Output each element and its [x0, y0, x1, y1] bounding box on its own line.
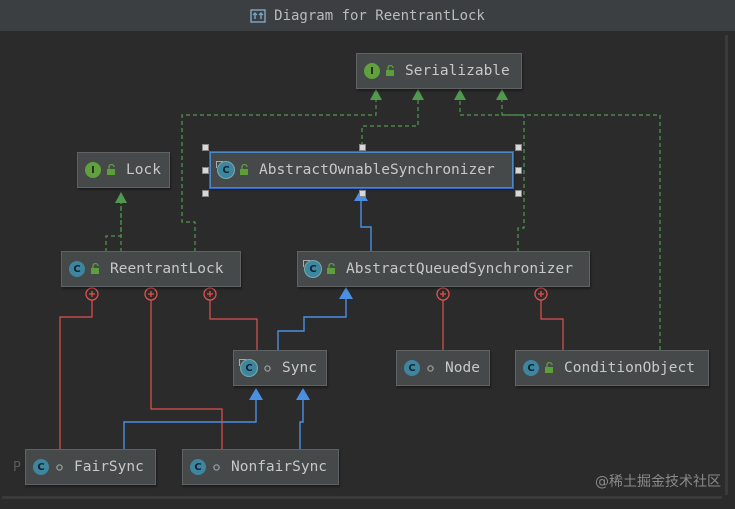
node-label: NonfairSync — [231, 459, 328, 475]
public-lock-icon — [90, 263, 101, 275]
diagram-icon — [250, 8, 266, 24]
node-sync[interactable]: C Sync — [233, 350, 327, 386]
edge-reentrantlock-sync — [209, 299, 258, 351]
selection-handle[interactable] — [202, 167, 209, 174]
selection-handle[interactable] — [359, 144, 366, 151]
node-label: Lock — [126, 162, 161, 178]
public-lock-icon — [106, 164, 117, 176]
edge-conditionobject-serializable — [501, 98, 661, 350]
diagram-canvas[interactable]: I Serializable I Lock C AbstractOwnableS… — [0, 31, 735, 509]
interface-icon: I — [364, 63, 380, 79]
selection-handle[interactable] — [515, 190, 522, 197]
node-label: Serializable — [405, 63, 510, 79]
diagram-edges — [59, 89, 661, 450]
class-icon: C — [523, 360, 539, 376]
abstract-class-icon: C — [303, 260, 321, 277]
node-reentrantlock[interactable]: C ReentrantLock — [61, 251, 241, 287]
edge-reentrantlock-lock — [105, 202, 122, 252]
class-icon: C — [404, 360, 420, 376]
vertical-scrollbar[interactable] — [725, 35, 728, 495]
node-label: FairSync — [74, 459, 144, 475]
selection-handle[interactable] — [202, 190, 209, 197]
horizontal-scrollbar[interactable] — [2, 496, 722, 499]
node-label: ConditionObject — [564, 360, 695, 376]
edge-aqs-aos — [360, 199, 372, 251]
window-title: Diagram for ReentrantLock — [274, 7, 485, 24]
abstract-class-icon: C — [216, 161, 234, 178]
edge-reentrantlock-nonfairsync — [150, 299, 223, 450]
node-label: AbstractQueuedSynchronizer — [346, 261, 573, 277]
class-icon: C — [69, 261, 85, 277]
edge-fairsync-sync — [123, 399, 257, 450]
package-private-icon — [211, 461, 222, 473]
arrow-sync-extends-2 — [296, 388, 310, 400]
node-label: ReentrantLock — [110, 261, 224, 277]
node-label: Sync — [282, 360, 317, 376]
node-abstract-ownable-synchronizer[interactable]: C AbstractOwnableSynchronizer — [209, 151, 514, 189]
node-lock[interactable]: I Lock — [77, 152, 170, 188]
arrow-serializable-4 — [496, 89, 508, 100]
watermark-text: @稀土掘金技术社区 — [595, 474, 721, 490]
arrow-aqs-extends — [339, 287, 353, 299]
selection-handle[interactable] — [359, 190, 366, 197]
node-serializable[interactable]: I Serializable — [356, 53, 522, 89]
node-abstract-queued-synchronizer[interactable]: C AbstractQueuedSynchronizer — [297, 251, 590, 287]
selection-handle[interactable] — [515, 167, 522, 174]
node-nonfairsync[interactable]: C NonfairSync — [182, 449, 339, 485]
class-icon: C — [33, 459, 49, 475]
selection-handle[interactable] — [515, 144, 522, 151]
edge-sync-aqs — [277, 297, 347, 351]
node-node[interactable]: C Node — [396, 350, 490, 386]
public-lock-icon — [326, 263, 337, 275]
edge-aqs-serializable — [459, 98, 525, 252]
arrow-sync-extends-1 — [249, 388, 263, 400]
node-conditionobject[interactable]: C ConditionObject — [515, 350, 709, 386]
public-lock-icon — [544, 362, 555, 374]
selection-handle[interactable] — [202, 144, 209, 151]
arrow-serializable-2 — [412, 89, 424, 100]
edge-reentrantlock-serializable — [181, 98, 377, 252]
node-label: Node — [445, 360, 480, 376]
edge-aqs-conditionobject — [540, 299, 564, 350]
public-lock-icon — [239, 164, 250, 176]
node-fairsync[interactable]: C FairSync — [25, 449, 156, 485]
package-private-icon — [54, 461, 65, 473]
window-title-bar: Diagram for ReentrantLock — [0, 0, 735, 32]
edge-aos-serializable — [361, 98, 419, 153]
public-lock-icon — [385, 65, 396, 77]
abstract-class-icon: C — [239, 359, 257, 376]
package-private-icon — [262, 362, 273, 374]
arrow-serializable-3 — [454, 89, 466, 100]
arrow-serializable-1 — [370, 89, 382, 100]
class-icon: C — [190, 459, 206, 475]
partially-hidden-text: P — [13, 460, 21, 475]
node-label: AbstractOwnableSynchronizer — [259, 162, 495, 178]
edge-nonfairsync-sync — [299, 399, 304, 450]
package-private-icon — [425, 362, 436, 374]
arrow-lock-implements — [115, 192, 127, 203]
edge-reentrantlock-fairsync — [59, 299, 93, 450]
interface-icon: I — [85, 162, 101, 178]
inner-markers — [85, 287, 548, 301]
